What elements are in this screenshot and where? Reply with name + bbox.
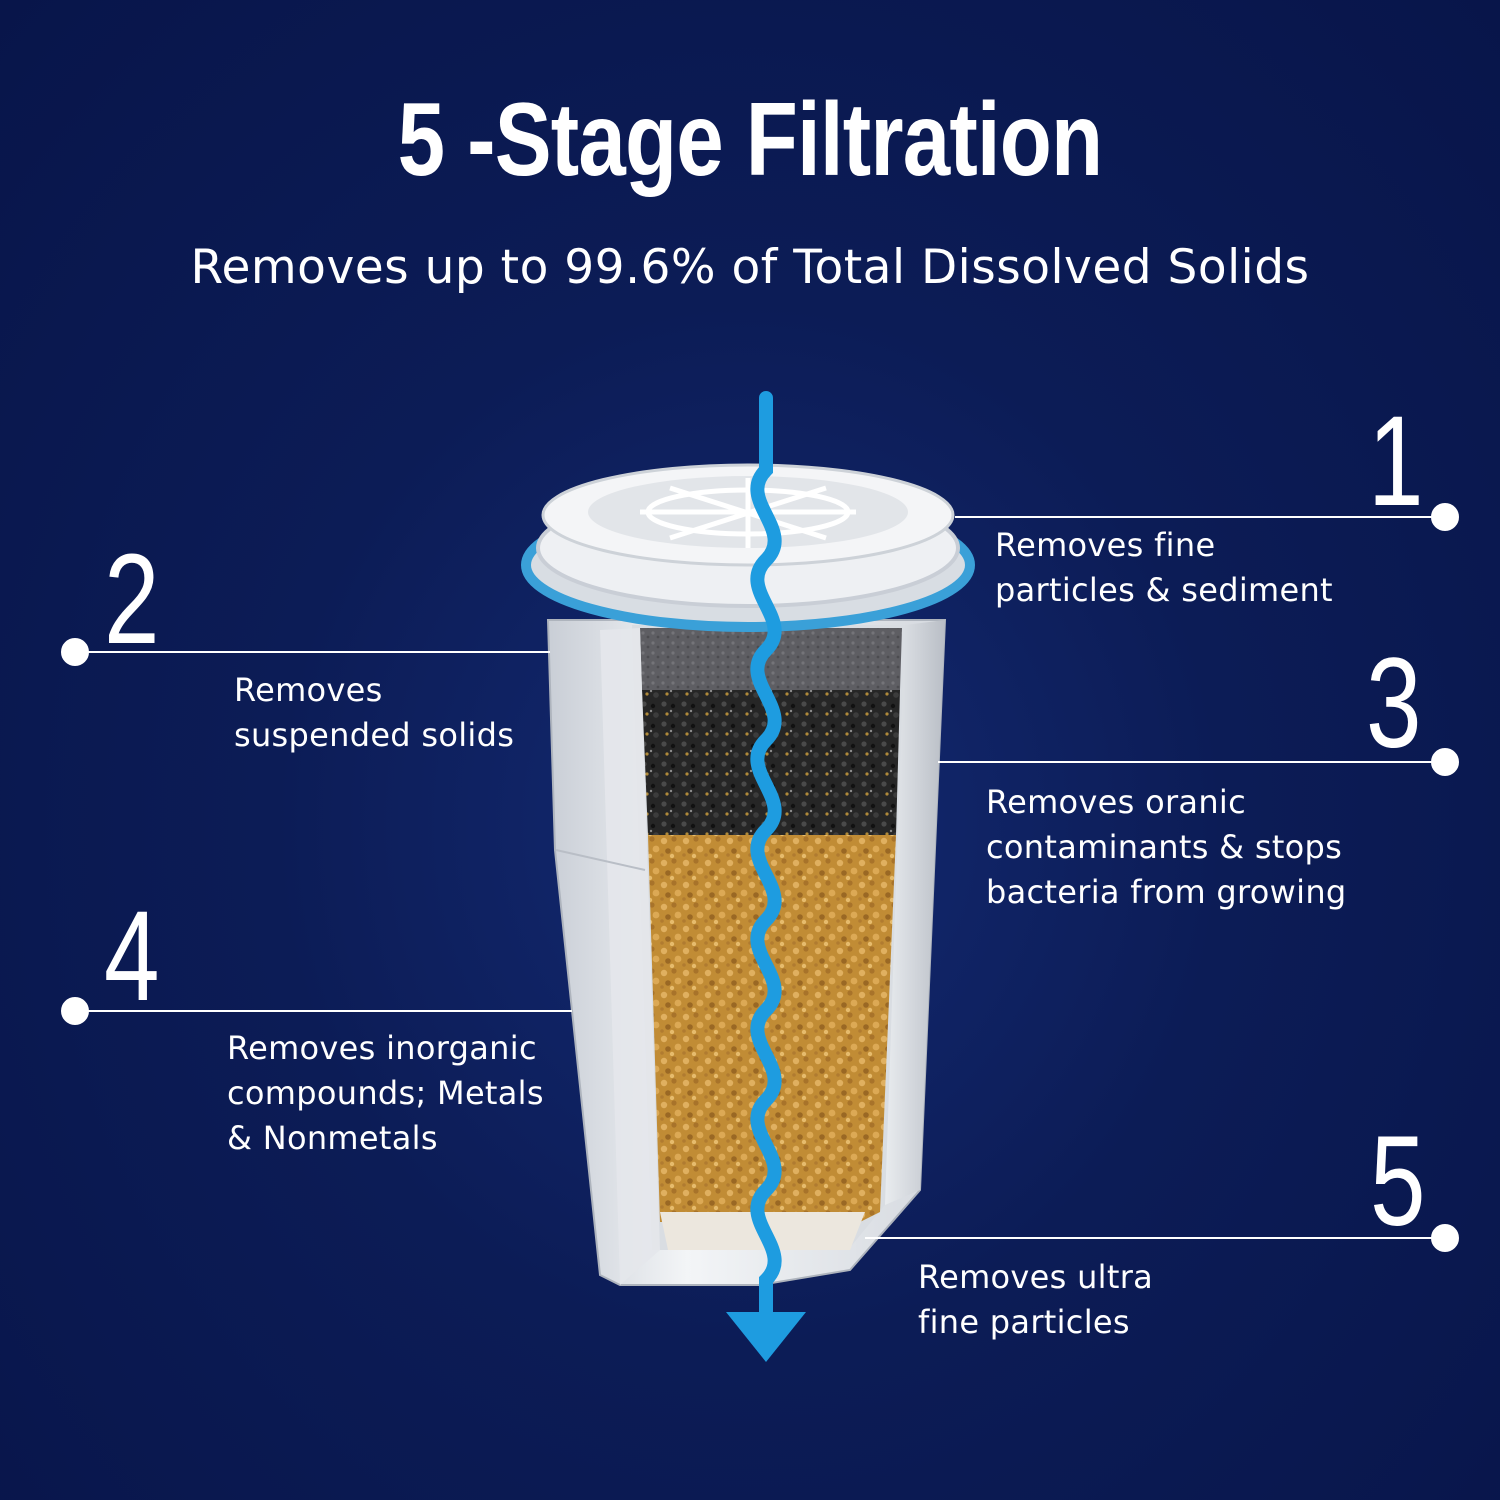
stage-2-description: Removes suspended solids	[234, 671, 515, 754]
leader-dot-3	[1431, 748, 1459, 776]
stage-5-number: 5	[1370, 1110, 1426, 1253]
stage-3-number: 3	[1366, 632, 1422, 775]
leader-lines	[61, 503, 1459, 1252]
water-flow-arrow-icon	[726, 391, 806, 1362]
stage-1-description: Removes fine particles & sediment	[995, 526, 1333, 609]
stage-3-description: Removes oranic contaminants & stops bact…	[986, 783, 1347, 911]
leader-dot-5	[1431, 1224, 1459, 1252]
stage-4-number: 4	[104, 885, 160, 1028]
page-title: 5 -Stage Filtration	[397, 82, 1103, 198]
stage-4-layer	[648, 835, 896, 1222]
leader-dot-4	[61, 997, 89, 1025]
page-subtitle: Removes up to 99.6% of Total Dissolved S…	[190, 240, 1310, 295]
stage-3-layer	[642, 690, 900, 835]
leader-dot-2	[61, 638, 89, 666]
stage-2-layer	[640, 628, 902, 690]
stage-5-description: Removes ultra fine particles	[918, 1258, 1154, 1341]
stage-4-description: Removes inorganic compounds; Metals & No…	[227, 1029, 544, 1157]
stage-1-number: 1	[1368, 390, 1424, 533]
filter-cartridge-icon	[521, 463, 975, 1286]
stage-2-number: 2	[104, 528, 160, 671]
leader-dot-1	[1431, 503, 1459, 531]
